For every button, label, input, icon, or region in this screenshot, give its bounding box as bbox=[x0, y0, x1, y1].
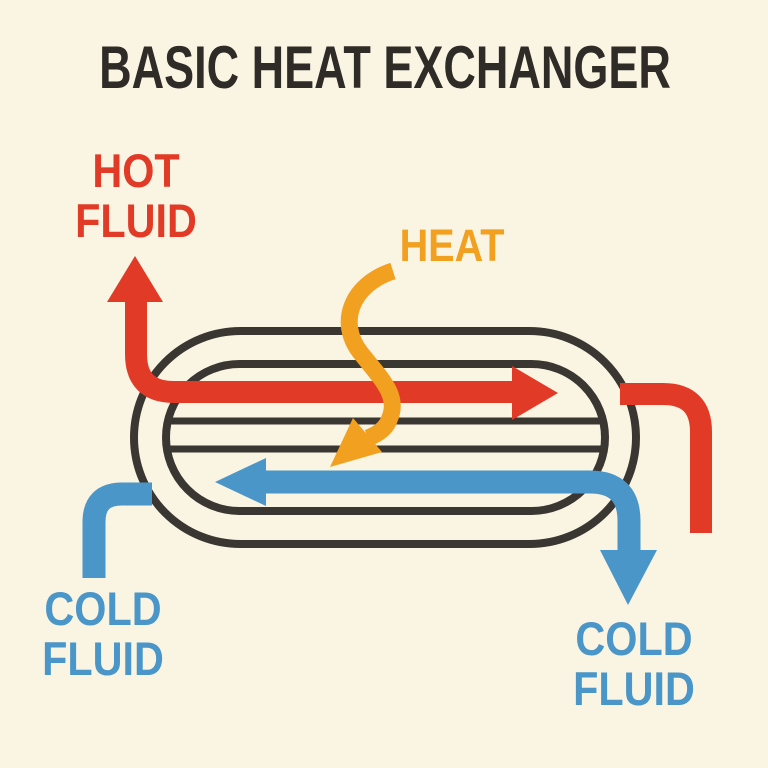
hot-pipe-right-down bbox=[620, 383, 712, 533]
cold-outlet-arrowhead-down-icon bbox=[600, 550, 657, 605]
heat-arrowhead-icon bbox=[330, 418, 382, 467]
exchanger-outer-shell bbox=[130, 327, 640, 548]
hot-flow-pipe bbox=[125, 298, 514, 403]
heat-squiggle-arrow bbox=[340, 262, 401, 446]
cold-flow-arrowhead-left-icon bbox=[215, 458, 266, 506]
heat-label: HEAT bbox=[399, 220, 505, 271]
cold-fluid-label-right: COLD FLUID bbox=[573, 612, 695, 715]
hot-fluid-label: HOT FLUID bbox=[75, 144, 197, 247]
exchanger-inner-shell bbox=[162, 360, 609, 515]
page-title: BASIC HEAT EXCHANGER bbox=[99, 34, 671, 101]
cold-fluid-label-left: COLD FLUID bbox=[42, 582, 164, 685]
hot-outlet-arrowhead-up-icon bbox=[107, 256, 163, 302]
hot-flow-arrowhead-right-icon bbox=[512, 366, 558, 420]
cold-flow-pipe bbox=[264, 470, 641, 552]
cold-inlet-pipe-left bbox=[82, 482, 152, 578]
